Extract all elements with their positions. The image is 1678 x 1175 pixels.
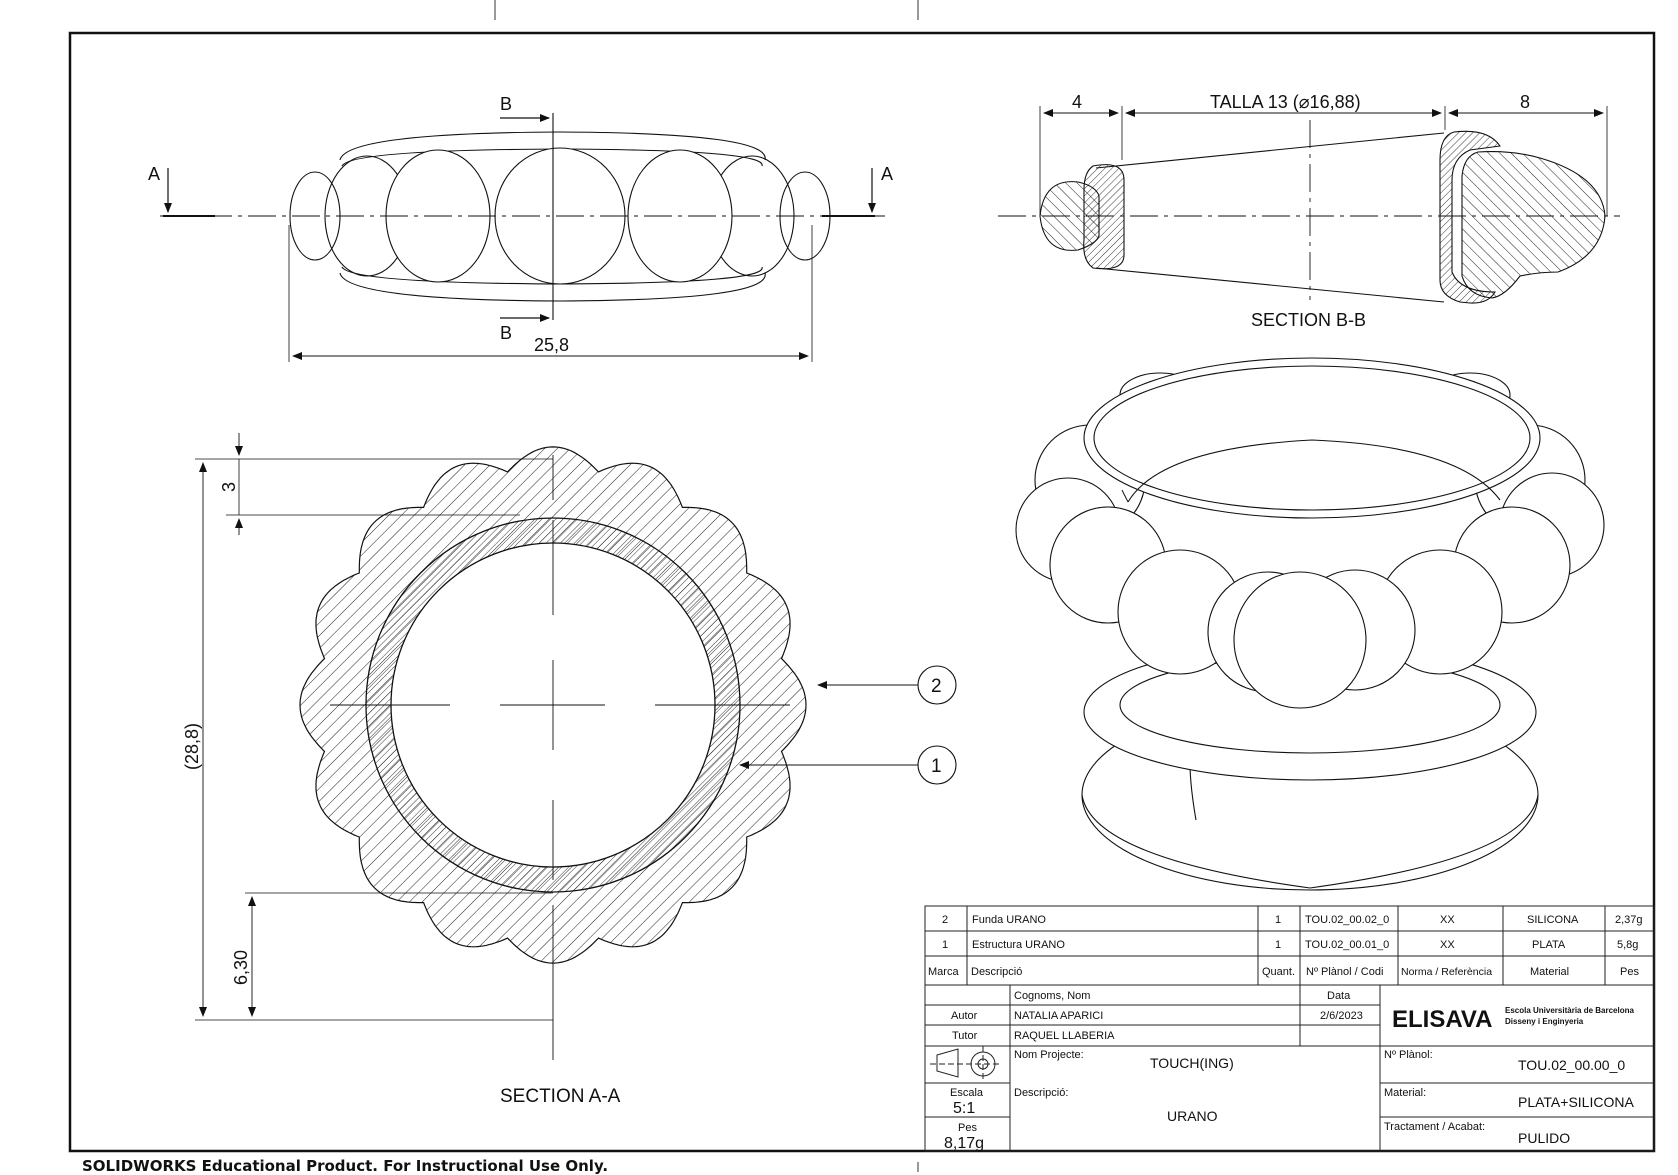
bom-row-1-norma: XX: [1440, 939, 1455, 951]
bom-header-codi: Nº Plànol / Codi: [1306, 966, 1383, 978]
section-bb-title: SECTION B-B: [1251, 310, 1366, 330]
autor-name: NATALIA APARICI: [1014, 1010, 1103, 1022]
cut-label-b-top: B: [500, 94, 512, 114]
dim-aa-height: (28,8): [182, 723, 202, 770]
section-bb-view: [998, 106, 1620, 304]
dim-bb-left: 4: [1072, 92, 1082, 112]
bom-row-2-norma: XX: [1440, 914, 1455, 926]
school-logo: ELISAVA: [1392, 1006, 1492, 1033]
balloon-2-label: 2: [931, 676, 942, 697]
finish-label: Tractament / Acabat:: [1384, 1121, 1485, 1133]
plan-value: TOU.02_00.00_0: [1518, 1057, 1625, 1073]
col-date-label: Data: [1327, 990, 1351, 1002]
plan-label: Nº Plànol:: [1384, 1049, 1433, 1061]
bom-header-material: Material: [1530, 966, 1569, 978]
weight-label: Pes: [958, 1122, 977, 1134]
section-aa-view: [195, 433, 957, 1060]
dim-bb-right: 8: [1520, 92, 1530, 112]
desc-label: Descripció:: [1014, 1087, 1068, 1099]
bom-row-1-pes: 5,8g: [1617, 939, 1638, 951]
title-block-text: Cognoms, Nom Data Autor NATALIA APARICI …: [944, 990, 1635, 1152]
weight-value: 8,17g: [944, 1135, 984, 1152]
top-view: [160, 113, 885, 362]
scale-value: 5:1: [953, 1100, 975, 1117]
scale-label: Escala: [950, 1087, 984, 1099]
bom-row-2-material: SILICONA: [1527, 914, 1579, 926]
material-label: Material:: [1384, 1087, 1426, 1099]
material-value: PLATA+SILICONA: [1518, 1094, 1634, 1110]
bom-header-pes: Pes: [1620, 966, 1639, 978]
projection-symbol-icon: [930, 1046, 1000, 1082]
drawing-border: [68, 31, 1656, 1153]
project-value: TOUCH(ING): [1150, 1055, 1234, 1071]
dim-overall-width: 25,8: [534, 335, 569, 355]
bom-header-quant: Quant.: [1262, 966, 1295, 978]
school-line-2: Disseny i Enginyeria: [1505, 1017, 1584, 1026]
dim-bb-size: TALLA 13 (⌀16,88): [1210, 92, 1361, 112]
cut-label-a-right: A: [881, 164, 893, 184]
cut-label-a-left: A: [148, 164, 160, 184]
bom-table: 2 Funda URANO 1 TOU.02_00.02_0 XX SILICO…: [928, 914, 1643, 978]
project-label: Nom Projecte:: [1014, 1049, 1084, 1061]
bom-row-1-marca: 1: [942, 939, 948, 951]
dim-aa-top: 3: [219, 482, 239, 492]
desc-value: URANO: [1167, 1108, 1218, 1124]
bom-row-2-marca: 2: [942, 914, 948, 926]
bom-row-1-quant: 1: [1275, 939, 1281, 951]
bom-header-descripcio: Descripció: [971, 966, 1022, 978]
bom-header-norma: Norma / Referència: [1401, 966, 1492, 978]
watermark-footer: SOLIDWORKS Educational Product. For Inst…: [82, 1157, 609, 1175]
cut-label-b-bottom: B: [500, 323, 512, 343]
bom-row-2-descripcio: Funda URANO: [972, 914, 1046, 926]
school-line-1: Escola Universitària de Barcelona: [1505, 1006, 1635, 1015]
tutor-label: Tutor: [952, 1030, 978, 1042]
dim-aa-bottom: 6,30: [231, 950, 251, 985]
balloon-1-label: 1: [931, 756, 942, 777]
title-block: [924, 905, 1655, 1152]
finish-value: PULIDO: [1518, 1130, 1570, 1146]
autor-date: 2/6/2023: [1320, 1010, 1363, 1022]
section-aa-title: SECTION A-A: [500, 1086, 621, 1107]
bom-row-1-material: PLATA: [1532, 939, 1566, 951]
tutor-name: RAQUEL LLABERIA: [1014, 1030, 1115, 1042]
bom-row-2-pes: 2,37g: [1615, 914, 1643, 926]
isometric-view: [1015, 357, 1605, 891]
bom-row-1-descripcio: Estructura URANO: [972, 939, 1065, 951]
col-name-label: Cognoms, Nom: [1014, 990, 1090, 1002]
bom-row-2-quant: 1: [1275, 914, 1281, 926]
bom-row-2-codi: TOU.02_00.02_0: [1305, 914, 1389, 926]
bom-header-marca: Marca: [928, 966, 959, 978]
bom-row-1-codi: TOU.02_00.01_0: [1305, 939, 1389, 951]
autor-label: Autor: [951, 1010, 978, 1022]
